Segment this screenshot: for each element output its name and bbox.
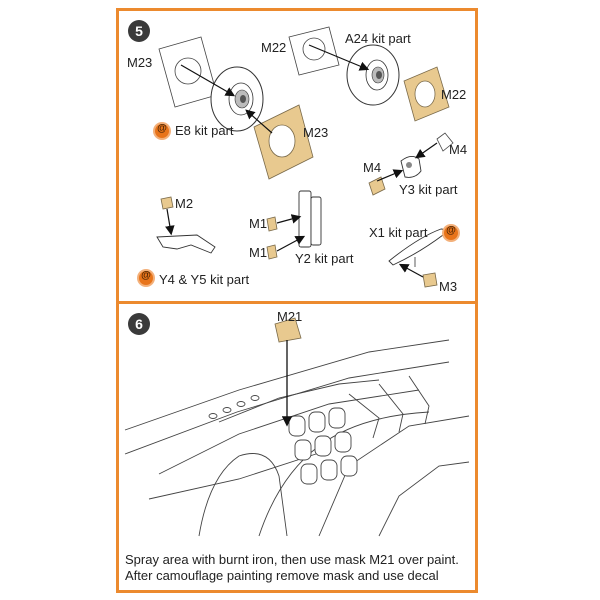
- label-m23-bottom: M23: [303, 125, 329, 140]
- label-e8-kit-part: E8 kit part: [175, 123, 234, 138]
- label-y3-kit-part: Y3 kit part: [399, 182, 458, 197]
- caption-line-2: After camouflage painting remove mask an…: [125, 568, 439, 583]
- airframe-lineart: [124, 339, 470, 537]
- mask-m3: [422, 272, 438, 288]
- label-m3: M3: [439, 279, 458, 294]
- step-6-illustration: [124, 317, 470, 537]
- arrow: [165, 208, 175, 236]
- arrow: [180, 64, 236, 97]
- label-m4-right: M4: [449, 142, 468, 157]
- arrow: [245, 109, 273, 134]
- caption-line-1: Spray area with burnt iron, then use mas…: [125, 552, 459, 567]
- label-a24-kit-part: A24 kit part: [345, 31, 411, 46]
- label-y2-kit-part: Y2 kit part: [295, 251, 354, 266]
- part-y3: [400, 156, 422, 178]
- instruction-caption: Spray area with burnt iron, then use mas…: [125, 552, 475, 584]
- mask-m4-white: [436, 132, 454, 152]
- mask-m1-bottom: [266, 244, 278, 260]
- arrow: [276, 235, 306, 252]
- step-5-illustration: [156, 26, 454, 288]
- label-y4-y5-kit-part: Y4 & Y5 kit part: [159, 272, 250, 287]
- step-5-panel: 5: [116, 8, 478, 304]
- label-m1-bottom: M1: [249, 245, 268, 260]
- mask-m21: [274, 317, 302, 343]
- step-6-panel: 6: [116, 301, 478, 593]
- label-m21: M21: [277, 309, 303, 324]
- mask-m4-tan: [368, 176, 386, 196]
- arrow: [415, 142, 438, 159]
- label-m1-top: M1: [249, 216, 268, 231]
- arrow: [398, 263, 424, 278]
- label-m23-left: M23: [127, 55, 153, 70]
- mask-m2: [160, 196, 174, 210]
- main-wheel-right: [346, 44, 400, 106]
- label-m2: M2: [175, 196, 194, 211]
- main-wheel-left: [210, 66, 264, 132]
- step-number-badge: 5: [128, 20, 150, 42]
- label-m4-left: M4: [363, 160, 382, 175]
- panel-openings: [208, 395, 358, 485]
- arrow: [376, 169, 404, 182]
- mask-m1-top: [266, 216, 278, 232]
- kit-part-marker-icon: [155, 123, 169, 138]
- part-y4-y5: [156, 234, 216, 254]
- part-y2: [298, 190, 322, 248]
- kit-part-marker-icon: [139, 270, 153, 285]
- label-m22-right: M22: [441, 87, 467, 102]
- step-number-badge: 6: [128, 313, 150, 335]
- kit-part-marker-icon: [444, 225, 458, 240]
- arrow: [308, 44, 370, 71]
- label-m22-top: M22: [261, 40, 287, 55]
- arrow: [276, 214, 302, 224]
- label-x1-kit-part: X1 kit part: [369, 225, 428, 240]
